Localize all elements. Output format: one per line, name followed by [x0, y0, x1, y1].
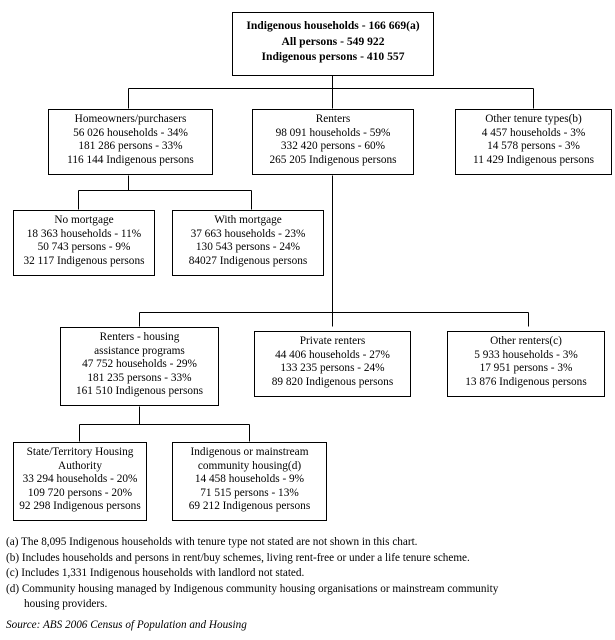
node-line: 332 420 persons - 60%	[280, 140, 386, 153]
node-line: 44 406 households - 27%	[275, 348, 390, 361]
node-line: State/Territory Housing	[26, 446, 134, 458]
node-private-renters: Private renters 44 406 households - 27% …	[254, 331, 411, 397]
node-line: 50 743 persons - 9%	[37, 241, 131, 254]
footnote-b: (b) Includes households and persons in r…	[6, 551, 470, 564]
node-homeowners-purchasers: Homeowners/purchasers 56 026 households …	[48, 109, 213, 175]
node-line: Indigenous households - 166 669(a)	[246, 19, 420, 32]
node-line: Renters - housing	[99, 331, 180, 343]
node-line: Renters	[315, 113, 351, 125]
node-line: 92 298 Indigenous persons	[19, 500, 141, 513]
node-line: Authority	[58, 459, 102, 472]
node-line: 98 091 households - 59%	[275, 126, 391, 139]
node-indigenous-or-mainstream-community-housing: Indigenous or mainstream community housi…	[172, 442, 327, 521]
node-line: 14 578 persons - 3%	[487, 140, 580, 153]
node-line: Indigenous or mainstream	[190, 446, 309, 458]
node-line: community housing(d)	[197, 459, 302, 472]
node-line: 161 510 Indigenous persons	[75, 385, 204, 398]
node-line: 17 951 persons - 3%	[479, 362, 573, 375]
node-with-mortgage: With mortgage 37 663 households - 23% 13…	[172, 210, 324, 276]
node-line: 84027 Indigenous persons	[188, 254, 308, 267]
node-line: 13 876 Indigenous persons	[465, 375, 587, 388]
node-line: 56 026 households - 34%	[73, 126, 188, 139]
node-line: 265 205 Indigenous persons	[269, 153, 397, 166]
node-line: 89 820 Indigenous persons	[271, 375, 394, 388]
footnote-c: (c) Includes 1,331 Indigenous households…	[6, 567, 305, 580]
node-line: 4 457 households - 3%	[481, 126, 586, 139]
node-line: 32 117 Indigenous persons	[23, 254, 145, 267]
node-line: 69 212 Indigenous persons	[188, 500, 311, 513]
footnote-d-continued: housing providers.	[24, 598, 108, 611]
node-other-tenure-types: Other tenure types(b) 4 457 households -…	[455, 109, 612, 175]
source-note: Source: ABS 2006 Census of Population an…	[6, 619, 247, 631]
node-line: 181 286 persons - 33%	[78, 140, 183, 153]
node-line: 33 294 households - 20%	[22, 473, 138, 486]
node-renters: Renters 98 091 households - 59% 332 420 …	[252, 109, 414, 175]
node-line: 133 235 persons - 24%	[280, 362, 385, 375]
node-line: 109 720 persons - 20%	[27, 486, 133, 499]
node-line: 18 363 households - 11%	[26, 227, 142, 240]
node-line: 14 458 households - 9%	[194, 473, 305, 486]
node-line: 47 752 households - 29%	[82, 358, 197, 371]
node-line: 5 933 households - 3%	[474, 348, 578, 361]
node-other-renters: Other renters(c) 5 933 households - 3% 1…	[447, 331, 605, 397]
node-line: No mortgage	[54, 214, 114, 226]
node-line: 11 429 Indigenous persons	[472, 153, 594, 166]
node-line: 181 235 persons - 33%	[87, 371, 192, 384]
node-line: All persons - 549 922	[281, 34, 385, 48]
node-line: 130 543 persons - 24%	[195, 241, 301, 254]
node-line: Homeowners/purchasers	[74, 113, 187, 125]
node-line: Other renters(c)	[490, 335, 562, 347]
node-no-mortgage: No mortgage 18 363 households - 11% 50 7…	[13, 210, 155, 276]
node-line: assistance programs	[94, 344, 185, 357]
node-state-territory-housing-authority: State/Territory Housing Authority 33 294…	[13, 442, 147, 521]
node-indigenous-households-total: Indigenous households - 166 669(a) All p…	[232, 12, 434, 76]
node-line: Private renters	[299, 335, 366, 347]
footnote-a: (a) The 8,095 Indigenous households with…	[6, 536, 418, 548]
node-line: 71 515 persons - 13%	[200, 486, 299, 499]
footnote-d: (d) Community housing managed by Indigen…	[6, 582, 499, 595]
node-line: 116 144 Indigenous persons	[67, 153, 194, 166]
node-line: Indigenous persons - 410 557	[261, 50, 405, 63]
footnotes: (a) The 8,095 Indigenous households with…	[6, 535, 610, 613]
node-line: Other tenure types(b)	[485, 113, 582, 125]
node-line: With mortgage	[214, 214, 282, 226]
node-line: 37 663 households - 23%	[190, 227, 306, 240]
node-renters-housing-assistance-programs: Renters - housing assistance programs 47…	[60, 327, 219, 406]
